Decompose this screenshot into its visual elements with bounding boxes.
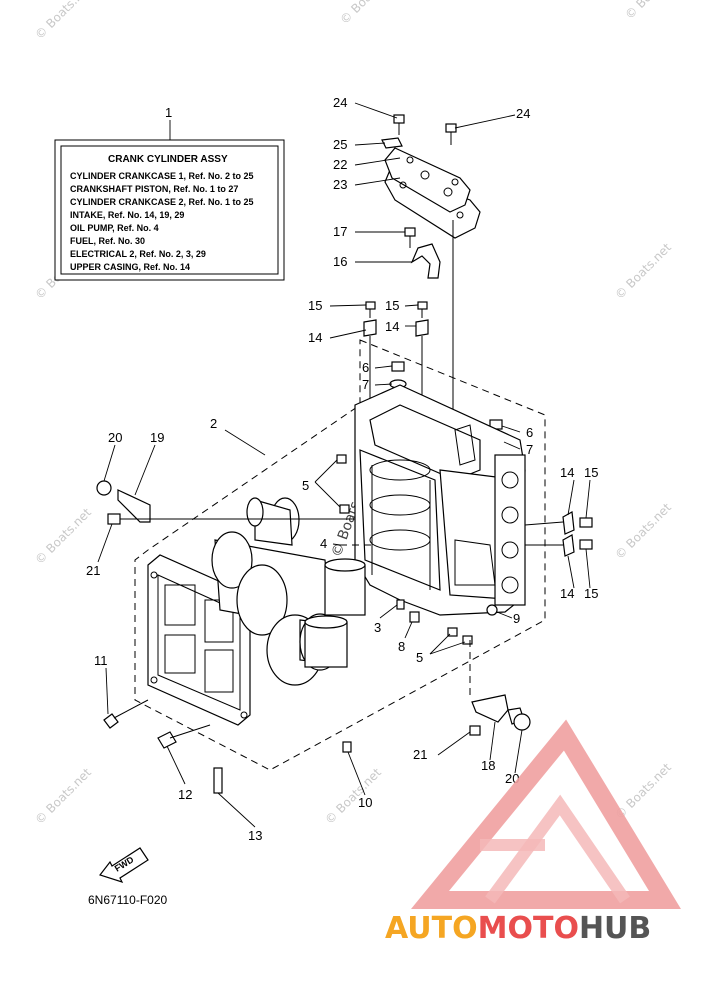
callout-9: 9 (513, 611, 520, 626)
assembly-outline (134, 339, 546, 771)
callout-6: 6 (526, 425, 533, 440)
watermark: © Boats.net (32, 765, 94, 827)
callout-15: 15 (584, 586, 598, 601)
brand-triangle-icon (411, 719, 681, 909)
callout-12: 12 (178, 787, 192, 802)
brand-wordmark: AUTOMOTOHUB (385, 911, 651, 946)
callout-14: 14 (560, 586, 574, 601)
assembly-title: CRANK CYLINDER ASSY (108, 154, 228, 165)
callout-4: 4 (320, 536, 327, 551)
watermark: © Boats.net (32, 505, 94, 567)
callout-5: 5 (416, 650, 423, 665)
callout-8: 8 (398, 639, 405, 654)
intake-link-18 (469, 640, 531, 736)
callout-22: 22 (333, 157, 347, 172)
callout-14: 14 (385, 319, 399, 334)
callout-15: 15 (385, 298, 399, 313)
assembly-line: INTAKE, Ref. No. 14, 19, 29 (70, 210, 184, 220)
callout-21: 21 (413, 747, 427, 762)
cover-plate (384, 147, 481, 239)
callout-10: 10 (358, 795, 372, 810)
watermark: © Boats.net (622, 0, 684, 22)
clip-25 (381, 137, 403, 149)
callout-24: 24 (516, 106, 530, 121)
callout-19: 19 (150, 430, 164, 445)
assembly-line: CYLINDER CRANKCASE 1, Ref. No. 2 to 25 (70, 171, 254, 181)
leader-lines (97, 102, 591, 828)
callout-21: 21 (86, 563, 100, 578)
callout-2: 2 (210, 416, 217, 431)
assembly-line: CYLINDER CRANKCASE 2, Ref. No. 1 to 25 (70, 197, 254, 207)
bolts-11-12-13 (103, 699, 223, 794)
watermark: © Boats.net (612, 240, 674, 302)
intake-link-19 (96, 480, 355, 525)
pistons (304, 558, 366, 668)
callout-7: 7 (362, 377, 369, 392)
callout-23: 23 (333, 177, 347, 192)
callout-6: 6 (362, 360, 369, 375)
callout-16: 16 (333, 254, 347, 269)
assembly-box: 1 CRANK CYLINDER ASSY CYLINDER CRANKCASE… (54, 105, 285, 281)
callout-14: 14 (308, 330, 322, 345)
callout-18: 18 (481, 758, 495, 773)
assembly-line: CRANKSHAFT PISTON, Ref. No. 1 to 27 (70, 184, 238, 194)
callout-17: 17 (333, 224, 347, 239)
callouts: 24 24 25 22 23 17 16 15 15 14 14 6 7 6 7… (86, 95, 598, 843)
bolt-24 (393, 114, 457, 145)
watermark: © Boats.net (612, 500, 674, 562)
callout-24: 24 (333, 95, 347, 110)
callout-14: 14 (560, 465, 574, 480)
callout-3: 3 (374, 620, 381, 635)
callout-7: 7 (526, 442, 533, 457)
watermark: © Boats.net (337, 0, 399, 27)
callout-15: 15 (308, 298, 322, 313)
callout-25: 25 (333, 137, 347, 152)
assembly-line: UPPER CASING, Ref. No. 14 (70, 262, 190, 272)
bracket-16 (404, 227, 441, 279)
callout-20: 20 (108, 430, 122, 445)
callout-15: 15 (584, 465, 598, 480)
small-fasteners (336, 454, 498, 753)
fwd-arrow: FWD (99, 847, 149, 884)
assembly-line: OIL PUMP, Ref. No. 4 (70, 223, 159, 233)
assembly-line: ELECTRICAL 2, Ref. No. 2, 3, 29 (70, 249, 206, 259)
callout-1: 1 (165, 105, 172, 120)
callout-11: 11 (94, 653, 108, 668)
callout-13: 13 (248, 828, 262, 843)
watermark: © Boats.net (32, 0, 94, 42)
cylinder-block (354, 384, 526, 616)
watermark: © Boats.net (322, 765, 384, 827)
assembly-line: FUEL, Ref. No. 30 (70, 236, 145, 246)
diagram-code: 6N67110-F020 (88, 893, 167, 907)
screw-15-top (363, 301, 429, 410)
side-fittings (524, 511, 593, 557)
brand-logo: AUTOMOTOHUB (385, 719, 681, 946)
callout-5: 5 (302, 478, 309, 493)
